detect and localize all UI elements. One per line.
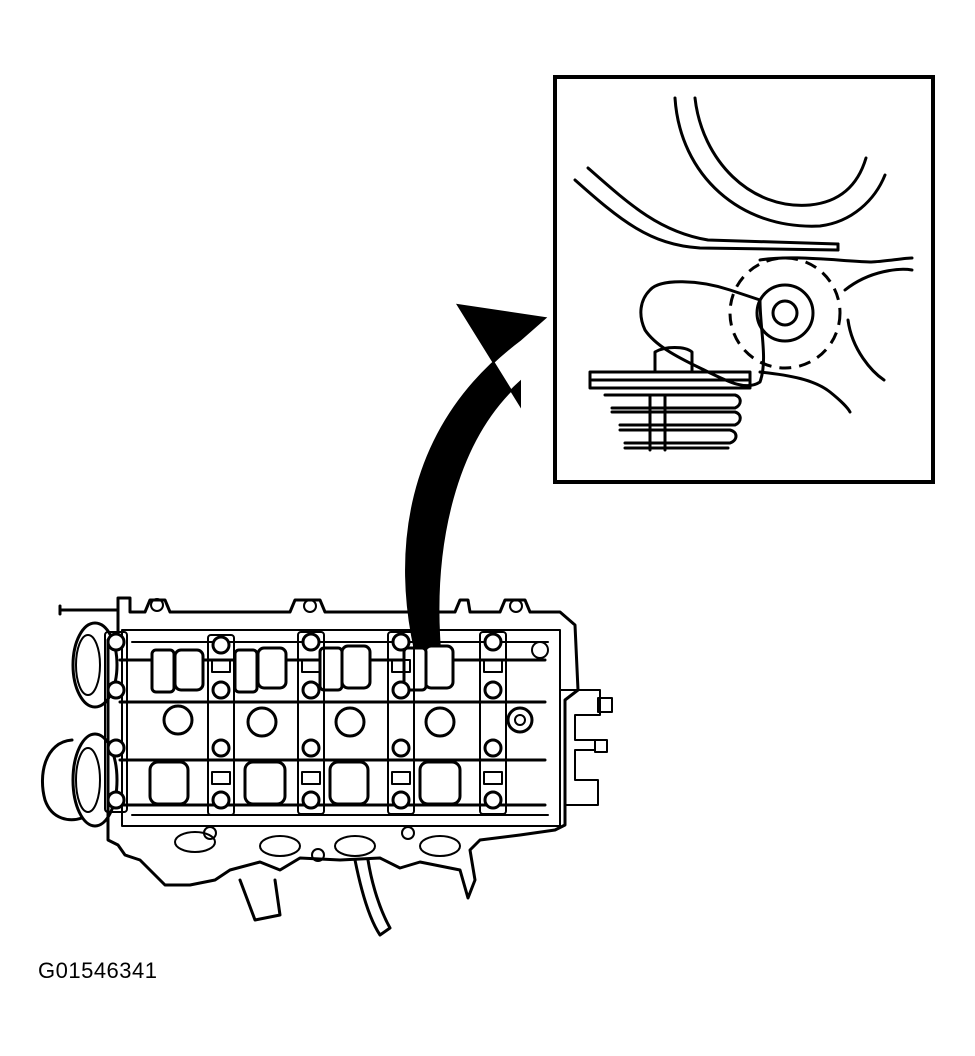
detail-inset xyxy=(553,75,935,484)
camshaft-lobe-arcs xyxy=(673,96,887,228)
feeler-gauge xyxy=(573,166,840,252)
detail-inset-frame xyxy=(553,75,935,484)
roller-follower xyxy=(728,256,842,370)
callout-arrow xyxy=(405,303,548,651)
rocker-arm xyxy=(639,256,914,414)
camshaft-seals xyxy=(41,621,119,828)
intake-ports xyxy=(174,826,461,937)
cylinder-head-assembly xyxy=(41,596,613,937)
camshaft-bearing-caps xyxy=(104,631,507,816)
figure-code-label: G01546341 xyxy=(38,958,158,983)
spark-plug-bosses xyxy=(162,704,534,738)
rear-end-fittings xyxy=(531,641,613,806)
cam-lobes-upper xyxy=(150,644,455,694)
head-casting-outline xyxy=(106,596,580,900)
cam-lobes-lower xyxy=(148,760,462,806)
valve-spring xyxy=(588,346,752,452)
exhaust-camshaft xyxy=(118,758,547,807)
